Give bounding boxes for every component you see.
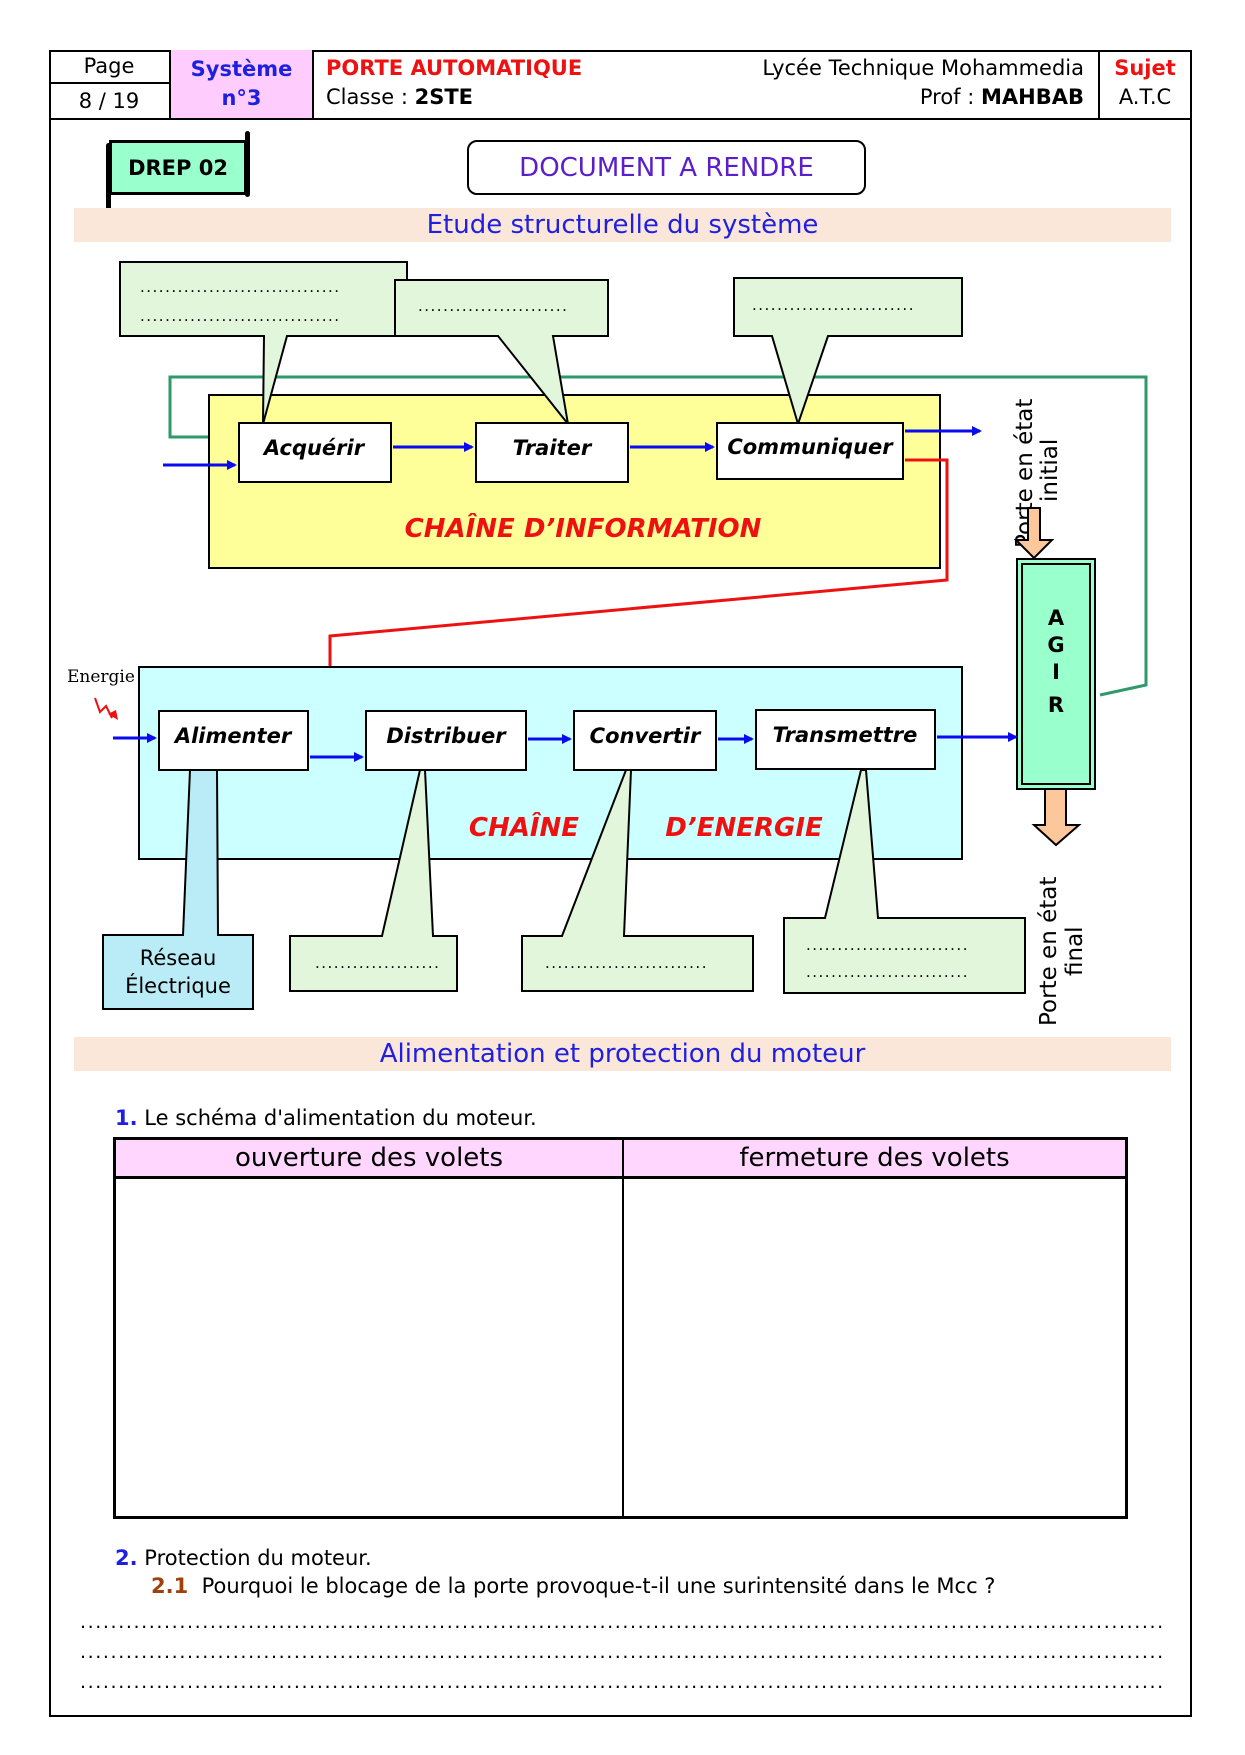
callout-communiquer	[733, 277, 963, 428]
block-acquerir	[238, 422, 392, 483]
section-title-structure: Etude structurelle du système	[74, 208, 1171, 242]
callout-traiter	[394, 279, 609, 425]
agir-block-outer	[1016, 558, 1096, 790]
answer-line[interactable]: ........................................…	[80, 1612, 1165, 1632]
callout-convertir	[521, 769, 754, 992]
subject-label: Sujet	[1114, 56, 1176, 80]
question-1-text: Le schéma d'alimentation du moteur.	[144, 1106, 537, 1130]
question-2-text: Protection du moteur.	[144, 1546, 372, 1570]
block-traiter-label: Traiter	[513, 436, 593, 460]
answer-line[interactable]: ........................................…	[80, 1672, 1165, 1692]
block-alimenter-label: Alimenter	[173, 724, 293, 748]
class-line: Classe : 2STE	[326, 83, 685, 112]
subject-value: A.T.C	[1118, 85, 1172, 109]
callout-convertir-text: ..........................	[545, 954, 708, 972]
callout-transmettre	[783, 769, 1026, 994]
document-header: Page 8 / 19 Système n°3 PORTE AUTOMATIQU…	[49, 50, 1192, 120]
question-2-1-text: Pourquoi le blocage de la porte provoque…	[201, 1574, 996, 1598]
subject-cell: Sujet A.T.C	[1100, 50, 1190, 118]
supply-schema-table: ouverture des volets fermeture des volet…	[113, 1137, 1128, 1519]
callout-traiter-text: ........................	[418, 297, 568, 315]
callout-acquerir-line2: ................................	[140, 307, 341, 325]
drep-badge: DREP 02	[106, 131, 250, 211]
callout-communiquer-text: ..........................	[752, 296, 915, 314]
question-1-number: 1.	[115, 1106, 138, 1130]
lightning-arrowhead	[108, 710, 118, 720]
lightning-icon	[94, 697, 113, 719]
callout-transmettre-line1: ..........................	[806, 936, 969, 954]
document-a-rendre-banner: DOCUMENT A RENDRE	[467, 140, 866, 195]
callout-transmettre-line2: ..........................	[806, 963, 969, 981]
block-transmettre	[755, 709, 936, 770]
question-2-number: 2.	[115, 1546, 138, 1570]
answer-line[interactable]: ........................................…	[80, 1642, 1165, 1662]
column-header-opening: ouverture des volets	[116, 1140, 624, 1179]
block-communiquer-label: Communiquer	[727, 435, 894, 459]
page-frame	[49, 50, 1192, 1717]
block-communiquer	[716, 422, 904, 480]
callout-distribuer-text: ....................	[315, 954, 440, 972]
block-transmettre-label: Transmettre	[773, 723, 918, 747]
question-1: 1. Le schéma d'alimentation du moteur.	[115, 1106, 537, 1130]
state-final-line1: Porte en état	[1036, 877, 1062, 1026]
state-final-arrow	[1031, 788, 1082, 847]
block-distribuer-label: Distribuer	[386, 724, 507, 748]
feedback-line	[168, 375, 1148, 697]
block-traiter	[475, 422, 629, 483]
prof-line: Prof : MAHBAB	[711, 83, 1084, 112]
school-cell: Lycée Technique Mohammedia Prof : MAHBAB	[697, 50, 1100, 118]
agir-block-inner	[1021, 563, 1091, 785]
state-final-line2: final	[1062, 926, 1088, 976]
prof-label: Prof :	[919, 85, 981, 109]
section-title-motor: Alimentation et protection du moteur	[74, 1037, 1171, 1071]
state-initial-arrow	[1013, 507, 1055, 560]
column-header-closing: fermeture des volets	[624, 1140, 1125, 1179]
system-cell: Système n°3	[171, 50, 314, 118]
answer-cell-opening[interactable]	[116, 1179, 624, 1516]
question-2-1: 2.1 Pourquoi le blocage de la porte prov…	[151, 1574, 995, 1598]
agir-letter-i: I	[1052, 660, 1060, 684]
energy-chain-label-2: D’ENERGIE	[665, 813, 823, 843]
energy-chain-label-1: CHAÎNE	[469, 811, 579, 843]
page-number: 8 / 19	[78, 89, 140, 113]
question-2-1-number: 2.1	[151, 1574, 189, 1598]
system-label: Système	[190, 57, 293, 81]
agir-letter-r: R	[1048, 693, 1064, 717]
answer-cell-closing[interactable]	[624, 1179, 1125, 1516]
block-acquerir-label: Acquérir	[262, 436, 366, 460]
agir-letter-g: G	[1047, 633, 1064, 657]
energy-input-label: Energie	[67, 667, 135, 687]
block-convertir-label: Convertir	[590, 724, 702, 748]
state-initial-line2: initial	[1037, 439, 1063, 502]
block-convertir	[573, 710, 717, 771]
callout-distribuer	[289, 769, 458, 992]
school-name: Lycée Technique Mohammedia	[762, 56, 1084, 80]
system-number: n°3	[221, 86, 262, 110]
class-label: Classe :	[326, 85, 415, 109]
class-value: 2STE	[414, 85, 473, 109]
block-alimenter	[158, 710, 309, 771]
callout-acquerir-line1: ................................	[140, 278, 341, 296]
callout-alimenter-line1: Réseau	[140, 946, 217, 970]
page-cell: Page 8 / 19	[49, 50, 171, 118]
callout-acquerir	[119, 261, 408, 425]
document-title: PORTE AUTOMATIQUE	[326, 56, 583, 80]
prof-value: MAHBAB	[981, 85, 1084, 109]
callout-alimenter	[102, 769, 254, 1010]
callout-alimenter-line2: Électrique	[125, 973, 231, 998]
question-2: 2. Protection du moteur.	[115, 1546, 372, 1570]
block-distribuer	[365, 710, 527, 771]
structure-diagram: CHAÎNE D’INFORMATION ...................…	[67, 261, 1148, 1026]
page-label: Page	[49, 50, 169, 84]
agir-letter-a: A	[1048, 606, 1065, 630]
title-cell: PORTE AUTOMATIQUE Classe : 2STE	[314, 50, 697, 118]
info-chain-label: CHAÎNE D’INFORMATION	[405, 512, 762, 544]
